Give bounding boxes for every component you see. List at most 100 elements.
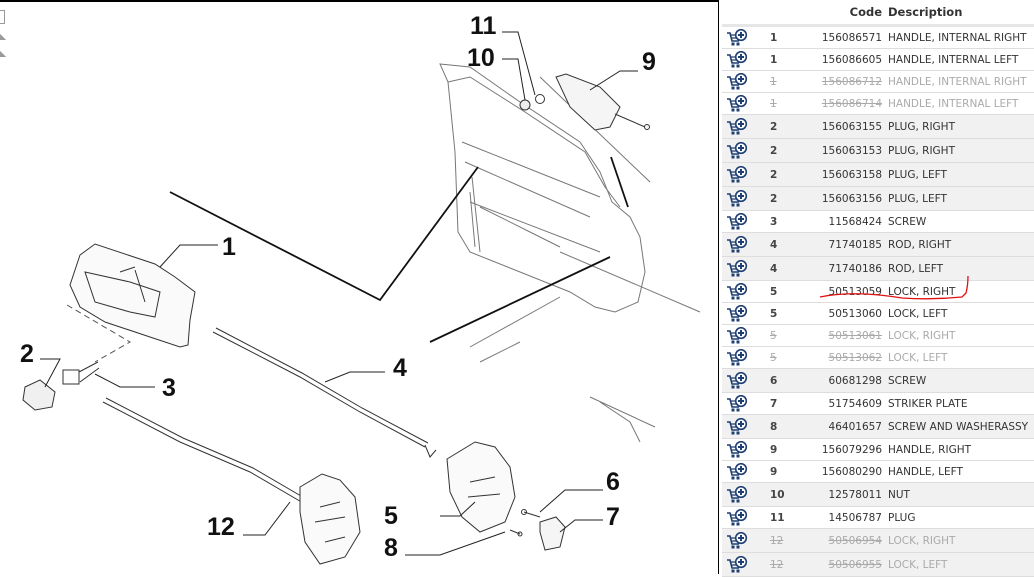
cart-plus-icon[interactable] bbox=[726, 212, 748, 231]
cart-plus-icon[interactable] bbox=[726, 189, 748, 208]
table-row[interactable]: 1 156086571 HANDLE, INTERNAL RIGHT bbox=[722, 25, 1034, 49]
add-to-cart-button[interactable] bbox=[722, 482, 760, 507]
add-to-cart-button[interactable] bbox=[722, 114, 760, 139]
table-row[interactable]: 2 156063156 PLUG, LEFT bbox=[722, 186, 1034, 211]
add-to-cart-button[interactable] bbox=[722, 324, 760, 347]
cart-plus-icon[interactable] bbox=[726, 394, 748, 413]
row-code[interactable]: 156063153 bbox=[808, 138, 888, 163]
add-to-cart-button[interactable] bbox=[722, 414, 760, 439]
row-code[interactable]: 11568424 bbox=[808, 210, 888, 233]
table-row[interactable]: 6 60681298 SCREW bbox=[722, 368, 1034, 393]
cart-plus-icon[interactable] bbox=[726, 555, 748, 574]
table-row[interactable]: 3 11568424 SCREW bbox=[722, 210, 1034, 233]
cart-plus-icon[interactable] bbox=[726, 462, 748, 481]
add-to-cart-button[interactable] bbox=[722, 346, 760, 369]
row-code[interactable]: 46401657 bbox=[808, 414, 888, 439]
cart-plus-icon[interactable] bbox=[726, 326, 748, 345]
row-code[interactable]: 156080290 bbox=[808, 460, 888, 483]
table-row[interactable]: 4 71740186 ROD, LEFT bbox=[722, 256, 1034, 281]
callout-8[interactable]: 8 bbox=[384, 534, 398, 562]
expand-arrow-icon[interactable]: ◣ bbox=[0, 32, 7, 41]
row-code[interactable]: 50506955 bbox=[808, 552, 888, 577]
row-code[interactable]: 71740185 bbox=[808, 232, 888, 257]
add-to-cart-button[interactable] bbox=[722, 460, 760, 483]
add-to-cart-button[interactable] bbox=[722, 552, 760, 577]
row-code[interactable]: 156063156 bbox=[808, 186, 888, 211]
add-to-cart-button[interactable] bbox=[722, 48, 760, 71]
cart-plus-icon[interactable] bbox=[726, 304, 748, 323]
callout-7[interactable]: 7 bbox=[606, 503, 620, 531]
cart-plus-icon[interactable] bbox=[726, 72, 748, 91]
table-row[interactable]: 2 156063155 PLUG, RIGHT bbox=[722, 114, 1034, 139]
row-code[interactable]: 156063158 bbox=[808, 162, 888, 187]
row-code[interactable]: 60681298 bbox=[808, 368, 888, 393]
cart-plus-icon[interactable] bbox=[726, 531, 748, 550]
callout-12[interactable]: 12 bbox=[207, 513, 235, 541]
row-code[interactable]: 71740186 bbox=[808, 256, 888, 281]
callout-5[interactable]: 5 bbox=[384, 502, 398, 530]
row-code[interactable]: 156063155 bbox=[808, 114, 888, 139]
callout-3[interactable]: 3 bbox=[162, 374, 176, 402]
row-code[interactable]: 156079296 bbox=[808, 438, 888, 461]
callout-11[interactable]: 11 bbox=[470, 12, 497, 40]
cart-plus-icon[interactable] bbox=[726, 440, 748, 459]
exploded-parts-diagram[interactable]: ◣ ◣ bbox=[0, 0, 719, 574]
table-row[interactable]: 5 50513061 LOCK, RIGHT bbox=[722, 324, 1034, 347]
add-to-cart-button[interactable] bbox=[722, 92, 760, 115]
cart-plus-icon[interactable] bbox=[726, 348, 748, 367]
row-code[interactable]: 156086605 bbox=[808, 48, 888, 71]
add-to-cart-button[interactable] bbox=[722, 186, 760, 211]
table-row[interactable]: 10 12578011 NUT bbox=[722, 482, 1034, 507]
table-row[interactable]: 5 50513060 LOCK, LEFT bbox=[722, 302, 1034, 325]
add-to-cart-button[interactable] bbox=[722, 210, 760, 233]
row-code[interactable]: 51754609 bbox=[808, 392, 888, 415]
cart-plus-icon[interactable] bbox=[726, 94, 748, 113]
cart-plus-icon[interactable] bbox=[726, 235, 748, 254]
collapse-arrow-icon[interactable]: ◣ bbox=[0, 49, 7, 58]
add-to-cart-button[interactable] bbox=[722, 162, 760, 187]
cart-plus-icon[interactable] bbox=[726, 508, 748, 527]
table-row[interactable]: 9 156080290 HANDLE, LEFT bbox=[722, 460, 1034, 483]
table-row[interactable]: 9 156079296 HANDLE, RIGHT bbox=[722, 438, 1034, 461]
callout-9[interactable]: 9 bbox=[642, 48, 656, 76]
panel-toggle[interactable] bbox=[0, 10, 5, 24]
row-code[interactable]: 50513060 bbox=[808, 302, 888, 325]
cart-plus-icon[interactable] bbox=[726, 371, 748, 390]
callout-10[interactable]: 10 bbox=[467, 44, 495, 72]
add-to-cart-button[interactable] bbox=[722, 280, 760, 303]
cart-plus-icon[interactable] bbox=[726, 282, 748, 301]
cart-plus-icon[interactable] bbox=[726, 141, 748, 160]
add-to-cart-button[interactable] bbox=[722, 438, 760, 461]
callout-1[interactable]: 1 bbox=[222, 233, 236, 261]
row-code[interactable]: 50513059 bbox=[808, 280, 888, 303]
table-row[interactable]: 7 51754609 STRIKER PLATE bbox=[722, 392, 1034, 415]
callout-4[interactable]: 4 bbox=[393, 354, 407, 382]
cart-plus-icon[interactable] bbox=[726, 28, 748, 47]
table-row[interactable]: 11 14506787 PLUG bbox=[722, 506, 1034, 529]
add-to-cart-button[interactable] bbox=[722, 232, 760, 257]
row-code[interactable]: 156086571 bbox=[808, 25, 888, 49]
table-row[interactable]: 5 50513059 LOCK, RIGHT bbox=[722, 280, 1034, 303]
row-code[interactable]: 156086714 bbox=[808, 92, 888, 115]
cart-plus-icon[interactable] bbox=[726, 165, 748, 184]
table-row[interactable]: 1 156086605 HANDLE, INTERNAL LEFT bbox=[722, 48, 1034, 71]
cart-plus-icon[interactable] bbox=[726, 485, 748, 504]
add-to-cart-button[interactable] bbox=[722, 392, 760, 415]
table-row[interactable]: 4 71740185 ROD, RIGHT bbox=[722, 232, 1034, 257]
table-row[interactable]: 2 156063158 PLUG, LEFT bbox=[722, 162, 1034, 187]
table-row[interactable]: 12 50506955 LOCK, LEFT bbox=[722, 552, 1034, 577]
table-row[interactable]: 8 46401657 SCREW AND WASHERASSY bbox=[722, 414, 1034, 439]
add-to-cart-button[interactable] bbox=[722, 368, 760, 393]
row-code[interactable]: 50506954 bbox=[808, 528, 888, 553]
cart-plus-icon[interactable] bbox=[726, 417, 748, 436]
callout-6[interactable]: 6 bbox=[606, 468, 620, 496]
add-to-cart-button[interactable] bbox=[722, 506, 760, 529]
add-to-cart-button[interactable] bbox=[722, 256, 760, 281]
row-code[interactable]: 156086712 bbox=[808, 70, 888, 93]
add-to-cart-button[interactable] bbox=[722, 138, 760, 163]
table-row[interactable]: 1 156086712 HANDLE, INTERNAL RIGHT bbox=[722, 70, 1034, 93]
row-code[interactable]: 50513062 bbox=[808, 346, 888, 369]
row-code[interactable]: 50513061 bbox=[808, 324, 888, 347]
row-code[interactable]: 12578011 bbox=[808, 482, 888, 507]
row-code[interactable]: 14506787 bbox=[808, 506, 888, 529]
